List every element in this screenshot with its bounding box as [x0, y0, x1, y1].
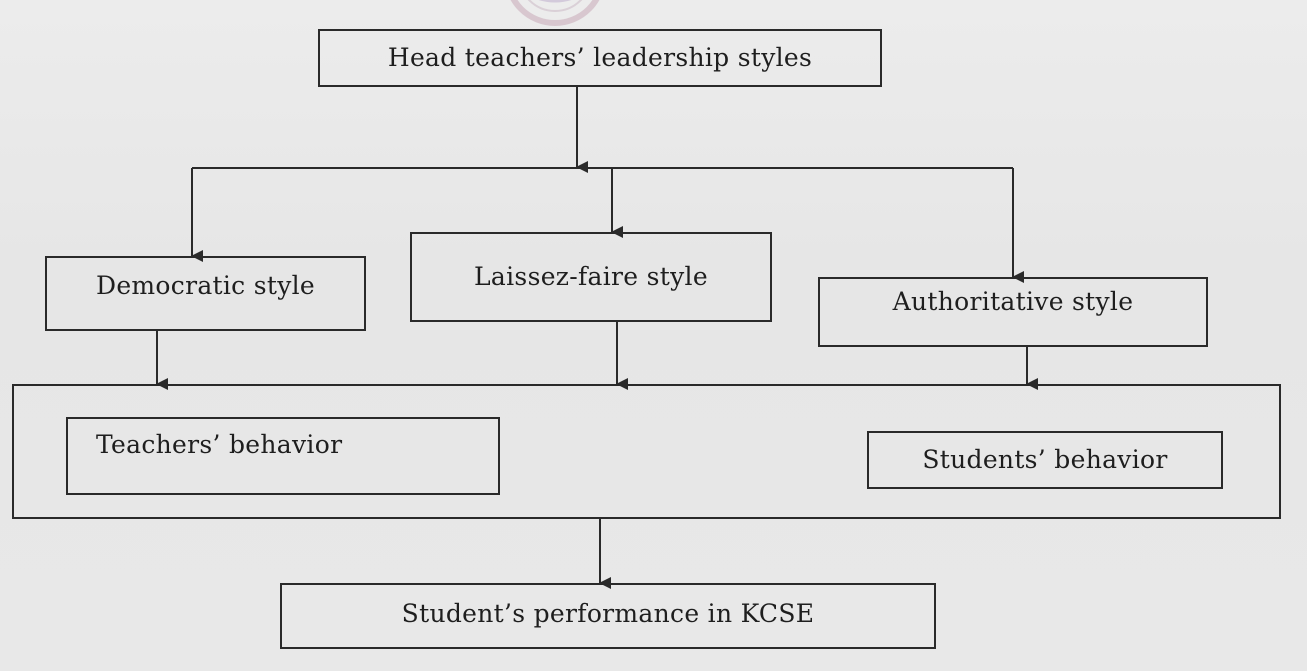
node-laissez-faire-style: Laissez-faire style	[410, 232, 772, 322]
node-authoritative-style: Authoritative style	[818, 277, 1208, 347]
node-label: Head teachers’ leadership styles	[387, 43, 813, 72]
node-students-behavior: Students’ behavior	[867, 431, 1223, 489]
node-label: Students’ behavior	[922, 445, 1168, 474]
node-label: Teachers’ behavior	[96, 430, 343, 459]
node-head-teachers-leadership-styles: Head teachers’ leadership styles	[318, 29, 882, 87]
node-democratic-style: Democratic style	[45, 256, 366, 331]
node-students-performance-kcse: Student’s performance in KCSE	[280, 583, 936, 649]
node-teachers-behavior: Teachers’ behavior	[66, 417, 500, 495]
node-label: Student’s performance in KCSE	[401, 599, 815, 628]
node-label: Laissez-faire style	[474, 262, 708, 291]
node-label: Authoritative style	[892, 287, 1134, 316]
node-label: Democratic style	[95, 271, 316, 300]
behavior-group-container	[12, 384, 1281, 519]
